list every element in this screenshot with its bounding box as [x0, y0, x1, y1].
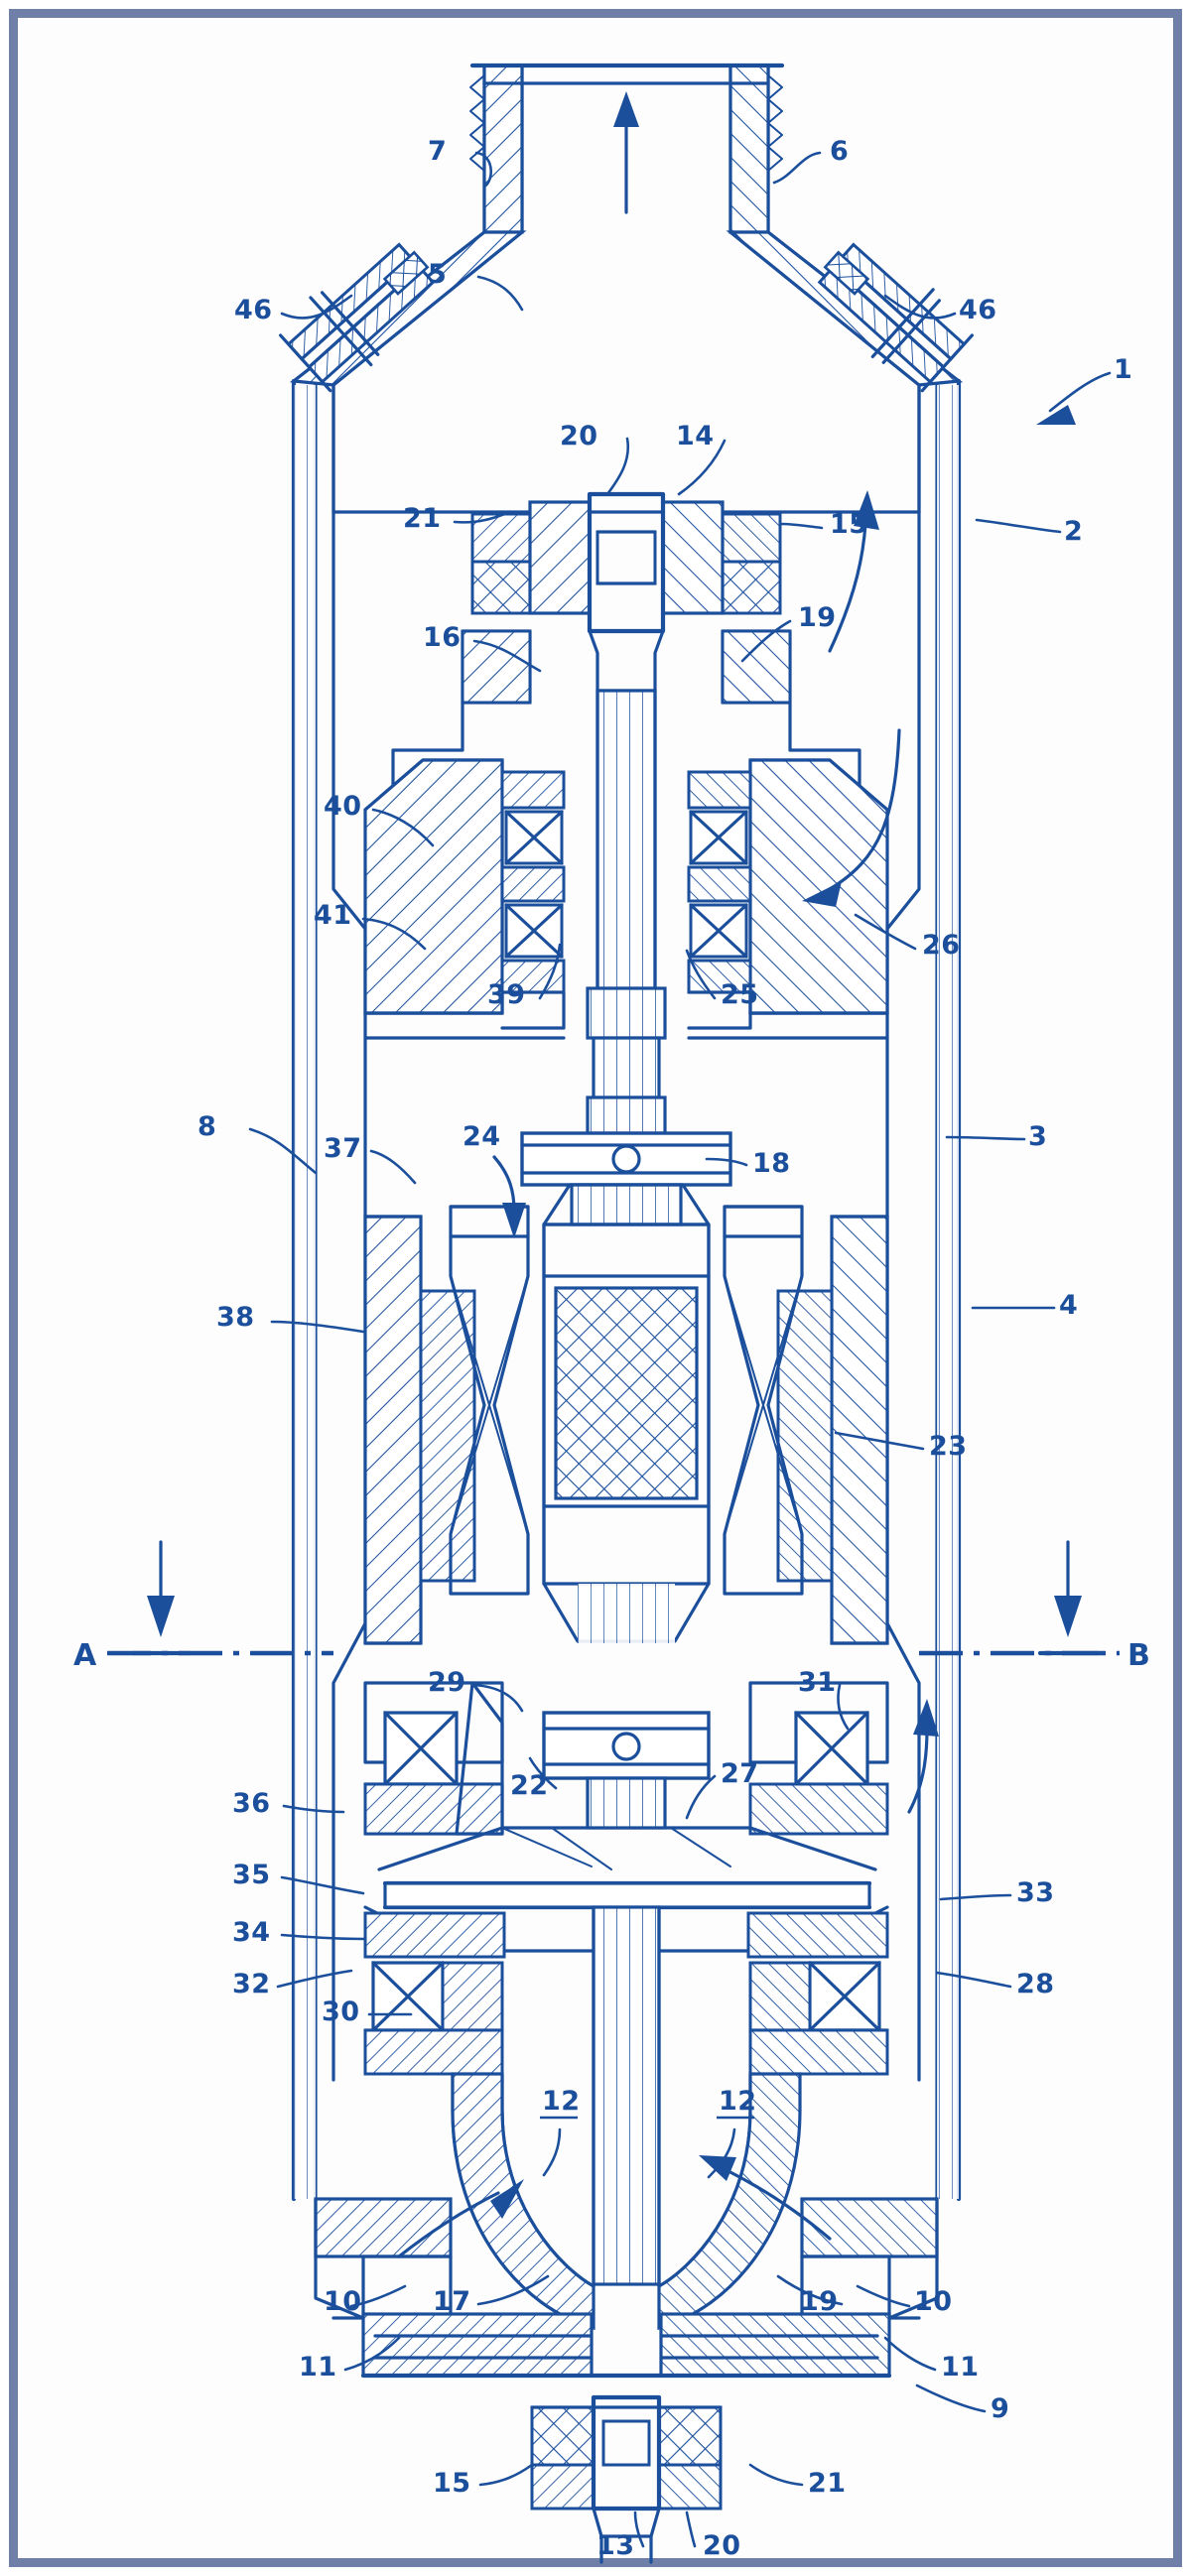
outer-can-shell [291, 378, 962, 2202]
callout-15-bottom: 15 [433, 2468, 471, 2499]
bottom-shaft-end [530, 2394, 723, 2564]
stator-winding-24-right [723, 1205, 804, 1596]
callout-37: 37 [324, 1133, 362, 1164]
callout-30: 30 [322, 1996, 360, 2027]
upper-ball-bearing-right [689, 810, 748, 865]
gap-flow-arrow-upper [828, 490, 879, 653]
callout-33: 33 [1016, 1877, 1055, 1908]
rotor-core-23 [542, 1183, 711, 1643]
seal-bearing-right-28 [808, 1961, 881, 2032]
callout-40: 40 [324, 791, 362, 822]
callout-23: 23 [929, 1431, 968, 1462]
callout-14: 14 [676, 421, 715, 451]
upper-bearing-housing-26 [363, 758, 889, 1040]
callout-11-left: 11 [299, 2352, 337, 2383]
upper-ball-bearing-right-2 [689, 903, 748, 959]
callout-17: 17 [433, 2286, 471, 2317]
central-shaft-lower [586, 1776, 667, 2286]
callout-18: 18 [752, 1148, 791, 1179]
callout-31: 31 [798, 1667, 837, 1698]
upper-ball-bearing-left [504, 810, 564, 865]
callout-27: 27 [721, 1758, 759, 1789]
callout-38: 38 [216, 1302, 255, 1333]
callout-7: 7 [428, 136, 447, 167]
callout-2: 2 [1064, 516, 1083, 547]
callout-21-top: 21 [403, 503, 442, 534]
callout-13: 13 [596, 2530, 635, 2561]
callout-4: 4 [1059, 1290, 1078, 1321]
lower-bearing-zone [363, 1681, 889, 2076]
outlet-flow-arrow [613, 91, 639, 214]
callout-28: 28 [1016, 1969, 1055, 1999]
figure-canvas: A B [36, 36, 1191, 2576]
callout-39: 39 [487, 979, 526, 1010]
section-label-B: B [1127, 1638, 1150, 1673]
callout-12-right: 12 [719, 2086, 757, 2117]
gap-flow-arrow-lower [907, 1699, 939, 1814]
callout-10-left: 10 [324, 2286, 362, 2317]
upper-ball-bearing-left-2 [504, 903, 564, 959]
callout-1: 1 [1114, 354, 1132, 385]
section-line-A-B: A B [73, 1540, 1150, 1673]
callout-26: 26 [922, 930, 961, 961]
lower-ball-bearing-left-29 [383, 1711, 459, 1786]
gap-flow-arrow-mid [802, 728, 901, 907]
callout-36: 36 [232, 1788, 271, 1819]
section-arrow-B [1037, 1540, 1101, 1656]
seal-bearing-left-30 [371, 1961, 445, 2032]
central-shaft-upper [586, 689, 667, 1135]
callout-46-right: 46 [959, 295, 997, 325]
callout-34: 34 [232, 1917, 271, 1948]
callout-8: 8 [198, 1111, 216, 1142]
callout-11-right: 11 [941, 2352, 980, 2383]
callout-19-top: 19 [798, 602, 837, 633]
callout-labels: 1 2 3 4 5 6 7 8 9 10 11 10 11 12 12 13 1… [198, 136, 1132, 2561]
leader-lines [248, 151, 1112, 2548]
callout-6: 6 [830, 136, 849, 167]
section-label-A: A [73, 1638, 97, 1673]
callout-9: 9 [991, 2393, 1009, 2424]
discharge-nozzle-assembly [469, 63, 785, 234]
callout-22: 22 [510, 1770, 549, 1801]
lateral-port-right-46 [817, 242, 974, 393]
callout-21-bottom: 21 [808, 2468, 847, 2499]
thrust-collar-18 [520, 1131, 732, 1226]
callout-41: 41 [314, 900, 352, 931]
callout-32: 32 [232, 1969, 271, 1999]
impeller-intake-assembly [314, 2072, 939, 2379]
callout-12-left: 12 [542, 2086, 581, 2117]
callout-15-top: 15 [830, 509, 868, 540]
technical-cross-section-svg: A B [73, 63, 1150, 2564]
callout-29: 29 [428, 1667, 466, 1698]
stator-frame-37 [363, 1215, 889, 1645]
upper-shaft-end-assembly [391, 491, 861, 832]
callout-19-bottom: 19 [800, 2286, 839, 2317]
callout-25: 25 [721, 979, 759, 1010]
lower-ball-bearing-right-31 [794, 1711, 869, 1786]
inlet-flow-arrow-left [397, 2179, 524, 2258]
callout-10-right: 10 [914, 2286, 953, 2317]
callout-46-left: 46 [234, 295, 273, 325]
callout-24: 24 [463, 1121, 501, 1152]
callout-5: 5 [428, 259, 447, 290]
callout-20-top: 20 [560, 421, 598, 451]
stator-slot-arrow-24 [492, 1155, 526, 1238]
callout-20-bottom: 20 [703, 2530, 741, 2561]
lateral-port-left-46 [279, 242, 436, 393]
callout-16: 16 [423, 622, 462, 653]
callout-3: 3 [1028, 1121, 1047, 1152]
section-arrow-A [130, 1540, 194, 1656]
callout-35: 35 [232, 1860, 271, 1890]
figure-frame-border: A B [9, 9, 1182, 2567]
